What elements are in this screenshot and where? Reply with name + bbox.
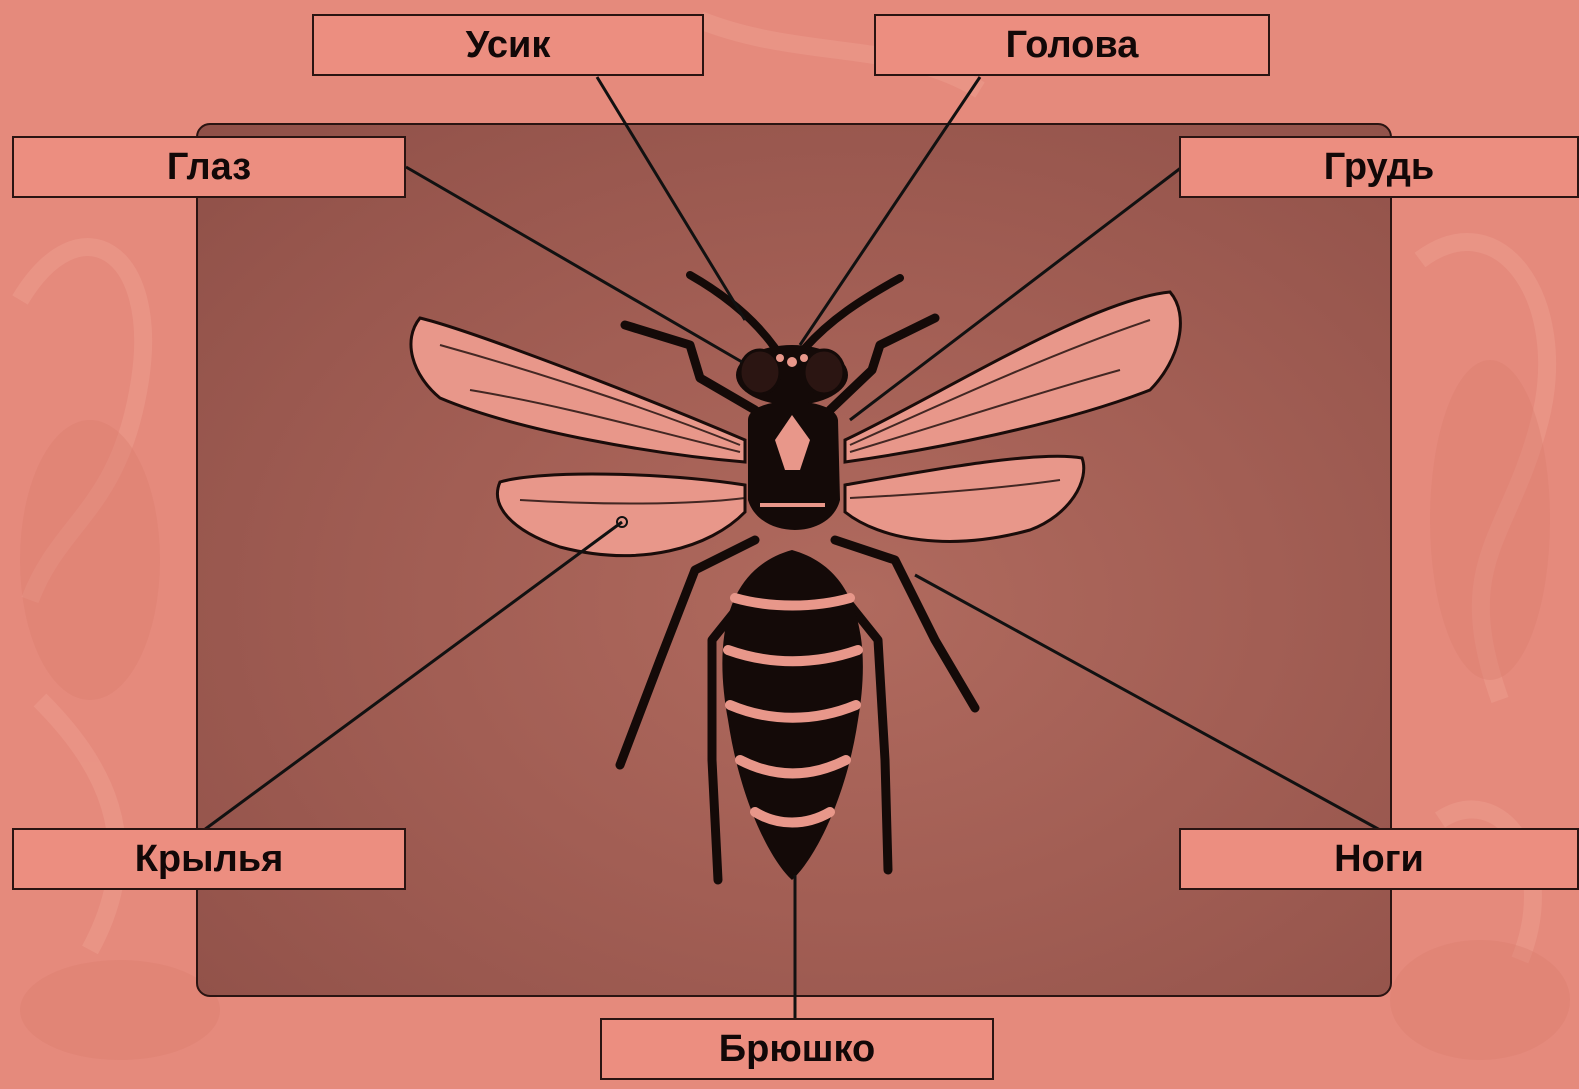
head-drawing	[736, 345, 848, 405]
thorax-drawing	[748, 401, 840, 530]
label-wings: Крылья	[12, 828, 406, 890]
label-thorax: Грудь	[1179, 136, 1579, 198]
label-head: Голова	[874, 14, 1270, 76]
label-legs: Ноги	[1179, 828, 1579, 890]
label-abdomen: Брюшко	[600, 1018, 994, 1080]
abdomen-drawing	[722, 550, 863, 880]
label-eye: Глаз	[12, 136, 406, 198]
label-antenna: Усик	[312, 14, 704, 76]
